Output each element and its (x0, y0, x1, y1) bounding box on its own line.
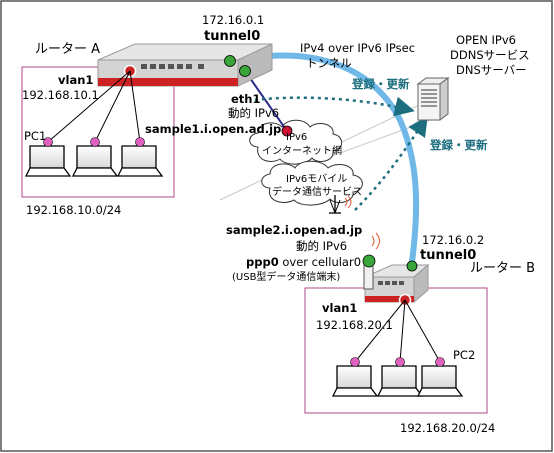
server-label-2: DDNSサービス (450, 48, 530, 62)
server-label-3: DNSサーバー (456, 63, 527, 77)
antenna-icon (329, 195, 352, 214)
eth1-link (244, 70, 288, 132)
router-b-tunnel-ip: 172.16.0.2 (422, 233, 484, 247)
ipsec-tunnel-line (229, 52, 420, 265)
register-label-a: 登録・更新 (351, 77, 410, 91)
router-b-dynamic: 動的 IPv6 (296, 239, 347, 253)
pc-b2-port-icon (395, 357, 405, 367)
internet-cloud (249, 119, 343, 165)
pc2-port-icon (435, 357, 445, 367)
router-a-dynamic: 動的 IPv6 (228, 106, 279, 120)
router-a-tunnel-port-icon (224, 55, 236, 67)
laptop-pc-b1-icon (331, 365, 379, 397)
router-a-name: ルーター A (35, 42, 100, 57)
router-b-vlan: vlan1 (322, 301, 357, 315)
lan-b-network: 192.168.20.0/24 (400, 421, 495, 435)
router-a-vlan: vlan1 (58, 73, 93, 87)
pc-a2-port-icon (90, 137, 100, 147)
router-b-ppp-over: over cellular0 (279, 255, 361, 269)
router-a-tunnel-name: tunnel0 (204, 29, 260, 44)
mobile-cloud-line2: データ通信サービス (272, 185, 362, 198)
signal-waves-icon (371, 232, 380, 250)
router-a-eth1-port-icon (239, 65, 251, 77)
pc-a3-port-icon (135, 137, 145, 147)
router-a-icon (97, 43, 273, 87)
tunnel-caption-2: トンネル (306, 56, 352, 70)
router-b-icon (364, 263, 430, 304)
pc1-label: PC1 (24, 129, 46, 143)
router-b-hostname: sample2.i.open.ad.jp (226, 223, 362, 237)
lan-a-link-2 (94, 70, 131, 143)
lan-a-network: 192.168.10.0/24 (26, 203, 121, 217)
internet-port-icon (281, 125, 293, 137)
lan-a-link-1 (47, 70, 131, 143)
laptop-pc1-icon (24, 145, 72, 177)
lan-a-link-3 (129, 70, 141, 143)
laptop-pc2-icon (416, 365, 464, 397)
laptop-pc-b2-icon (376, 365, 424, 397)
lan-b-link-3 (404, 299, 441, 363)
router-b-tunnel-port-icon (406, 260, 418, 272)
router-a-vlan-ip: 192.168.10.1 (22, 88, 99, 102)
router-b-name: ルーター B (470, 261, 535, 276)
router-b-ppp-note: (USB型データ通信端末) (232, 270, 340, 283)
laptop-pc-a2-icon (71, 145, 119, 177)
lan-b-link-1 (354, 299, 406, 363)
internet-cloud-line2: インターネット網 (262, 144, 342, 157)
internet-cloud-line1: IPv6 (286, 132, 307, 143)
router-b-ppp-port-icon (362, 254, 376, 268)
mobile-cloud (261, 160, 363, 206)
lan-b-link-2 (399, 299, 406, 363)
server-label-1: OPEN IPv6 (456, 33, 516, 47)
router-b-vlan-ip: 192.168.20.1 (316, 318, 393, 332)
tunnel-caption-1: IPv4 over IPv6 IPsec (300, 41, 415, 55)
router-b-tunnel-name: tunnel0 (420, 248, 476, 263)
router-a-eth1: eth1 (231, 92, 261, 106)
server-icon (416, 77, 450, 121)
router-a-hostname: sample1.i.open.ad.jp (145, 122, 281, 136)
router-a-tunnel-ip: 172.16.0.1 (202, 13, 264, 27)
pc-b1-port-icon (350, 357, 360, 367)
router-b-ppp-if: ppp0 (246, 255, 279, 269)
pc2-label: PC2 (453, 348, 475, 362)
laptop-pc-a3-icon (116, 145, 164, 177)
router-b-ppp: ppp0 over cellular0 (246, 255, 361, 269)
mobile-cloud-line1: IPv6モバイル (286, 173, 347, 185)
pc1-port-icon (43, 137, 53, 147)
register-arrow-a (254, 96, 415, 117)
register-label-b: 登録・更新 (429, 138, 488, 152)
